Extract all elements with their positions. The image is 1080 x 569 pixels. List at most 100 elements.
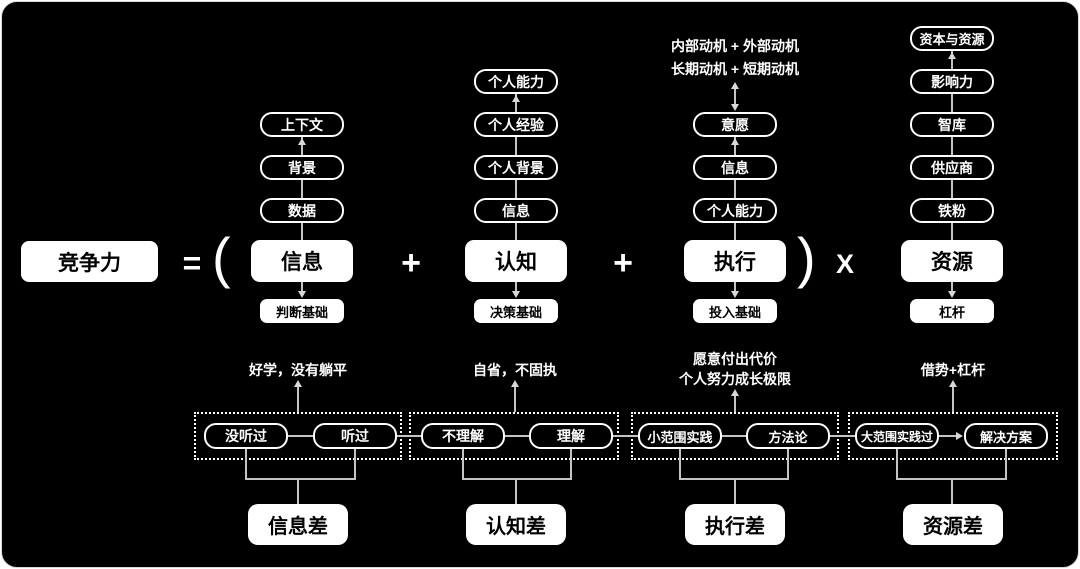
group1-note-connector-line: [297, 386, 299, 412]
col1-down-arrow-icon: [298, 291, 306, 298]
col3-down-arrow-icon: [731, 291, 739, 298]
col1-stack-box-2: 背景: [260, 155, 344, 180]
col3-stack-box-3: 个人能力: [693, 198, 777, 223]
col3-top-note-line-1: 内部动机 + 外部动机: [671, 38, 799, 54]
col1-main-box: 信息: [251, 240, 353, 282]
group4-gap-box: 资源差: [903, 504, 1003, 545]
col1-stack-connector-line: [301, 137, 303, 240]
group3-note-connector-line: [734, 395, 736, 412]
group4-bracket-horizontal-line: [896, 478, 1007, 480]
col3-base-box: 投入基础: [693, 299, 777, 323]
group2-group3-connector-line: [613, 435, 638, 437]
group1-pair-connector-line: [288, 435, 313, 437]
group4-pair-box-left: 大范围实践过: [855, 423, 939, 449]
col3-main-box: 执行: [684, 240, 786, 282]
group2-bracket-left-line: [462, 449, 464, 478]
open-paren: (: [212, 226, 231, 289]
col1-stack-box-3: 数据: [260, 198, 344, 223]
col3-base-connector-line: [734, 282, 736, 293]
group2-bracket-right-line: [570, 449, 572, 478]
group4-up-arrow-icon: [949, 380, 957, 387]
group4-bracket-left-line: [896, 449, 898, 478]
col3-motivation-up-arrow-icon: [731, 82, 739, 89]
group4-pair-connector-line: [939, 435, 957, 437]
col4-base-box: 杠杆: [910, 299, 994, 323]
col2-stack-box-3: 个人背景: [474, 155, 558, 180]
group2-pair-connector-line: [505, 435, 529, 437]
plus-sign-1: +: [401, 244, 421, 282]
group1-gap-box: 信息差: [248, 504, 348, 545]
group3-bracket-left-line: [679, 449, 681, 478]
col4-stack-box-4: 供应商: [910, 155, 994, 180]
col2-base-box: 决策基础: [474, 299, 558, 323]
group4-note: 借势+杠杆: [920, 362, 986, 378]
col3-top-note-line-2: 长期动机 + 短期动机: [671, 61, 799, 77]
col4-stack-connector-line: [951, 51, 953, 240]
group1-pair-box-left: 没听过: [204, 423, 288, 449]
group1-bracket-left-line: [245, 449, 247, 478]
col4-stack-box-3: 智库: [910, 112, 994, 137]
group4-note-connector-line: [952, 386, 954, 412]
group3-pair-box-right: 方法论: [746, 423, 830, 449]
group3-bracket-right-line: [787, 449, 789, 478]
group3-bracket-center-line: [734, 480, 736, 504]
equals-sign: =: [182, 245, 202, 281]
group2-pair-box-left: 不理解: [421, 423, 505, 449]
col4-stack-box-1: 资本与资源: [910, 26, 994, 51]
col1-stack-box-1: 上下文: [260, 112, 344, 137]
col2-base-connector-line: [515, 282, 517, 293]
group1-bracket-right-line: [354, 449, 356, 478]
col3-stack-connector-line: [734, 137, 736, 240]
plus-sign-2: +: [613, 244, 633, 282]
group4-pair-box-right: 解决方案: [964, 423, 1048, 449]
col2-stack-box-4: 信息: [474, 198, 558, 223]
col3-up-arrow-icon: [731, 138, 739, 145]
col2-stack-box-2: 个人经验: [474, 112, 558, 137]
group2-pair-box-right: 理解: [529, 423, 613, 449]
group2-up-arrow-icon: [511, 380, 519, 387]
group3-gap-box: 执行差: [685, 504, 785, 545]
group2-bracket-center-line: [515, 480, 517, 504]
col4-up-arrow-icon: [948, 52, 956, 59]
group1-bracket-center-line: [297, 480, 299, 504]
col3-stack-box-2: 信息: [693, 155, 777, 180]
group3-pair-box-left: 小范围实践: [638, 423, 722, 449]
group4-bracket-right-line: [1005, 449, 1007, 478]
competitiveness-box: 竞争力: [21, 241, 158, 282]
col2-down-arrow-icon: [512, 291, 520, 298]
col3-stack-box-1: 意愿: [693, 112, 777, 137]
col2-main-box: 认知: [465, 240, 567, 282]
group3-bracket-horizontal-line: [679, 478, 789, 480]
group2-note-connector-line: [514, 386, 516, 412]
group3-pair-connector-line: [722, 435, 746, 437]
col1-base-connector-line: [301, 282, 303, 293]
col3-motivation-connector-line: [734, 88, 736, 105]
col2-stack-box-1: 个人能力: [474, 69, 558, 94]
close-paren: ): [797, 226, 816, 289]
col4-main-box: 资源: [901, 240, 1003, 282]
group2-note: 自省，不固执: [473, 362, 557, 378]
col1-up-arrow-icon: [298, 138, 306, 145]
col2-up-arrow-icon: [512, 95, 520, 102]
col4-stack-box-5: 铁粉: [910, 198, 994, 223]
group3-note-line-2: 个人努力成长极限: [679, 371, 791, 387]
group1-group2-connector-line: [397, 435, 421, 437]
group1-note: 好学，没有躺平: [249, 362, 347, 378]
group3-up-arrow-icon: [731, 389, 739, 396]
group2-gap-box: 认知差: [466, 504, 566, 545]
col4-stack-box-2: 影响力: [910, 69, 994, 94]
group2-bracket-horizontal-line: [462, 478, 572, 480]
group3-note-line-1: 愿意付出代价: [693, 351, 777, 367]
col1-base-box: 判断基础: [260, 299, 344, 323]
group4-right-arrow-icon: [956, 432, 963, 440]
group1-bracket-horizontal-line: [245, 478, 356, 480]
group1-up-arrow-icon: [294, 380, 302, 387]
group3-group4-connector-line: [830, 435, 855, 437]
col3-motivation-down-arrow-icon: [731, 104, 739, 111]
group1-pair-box-right: 听过: [313, 423, 397, 449]
col4-down-arrow-icon: [948, 291, 956, 298]
multiply-sign: X: [835, 249, 854, 279]
col4-base-connector-line: [951, 282, 953, 293]
